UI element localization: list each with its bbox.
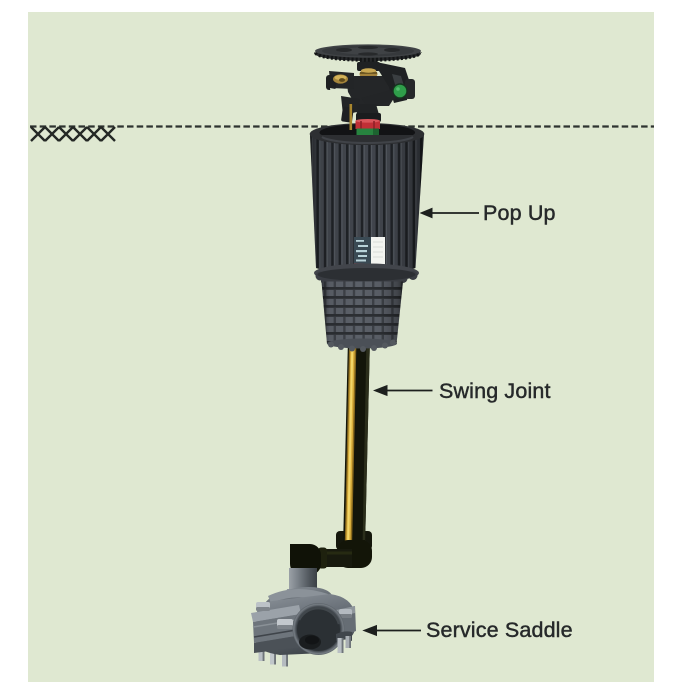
svg-text:Pop Up: Pop Up bbox=[483, 201, 556, 225]
svg-text:Swing Joint: Swing Joint bbox=[439, 379, 551, 403]
svg-text:Service Saddle: Service Saddle bbox=[426, 618, 573, 642]
